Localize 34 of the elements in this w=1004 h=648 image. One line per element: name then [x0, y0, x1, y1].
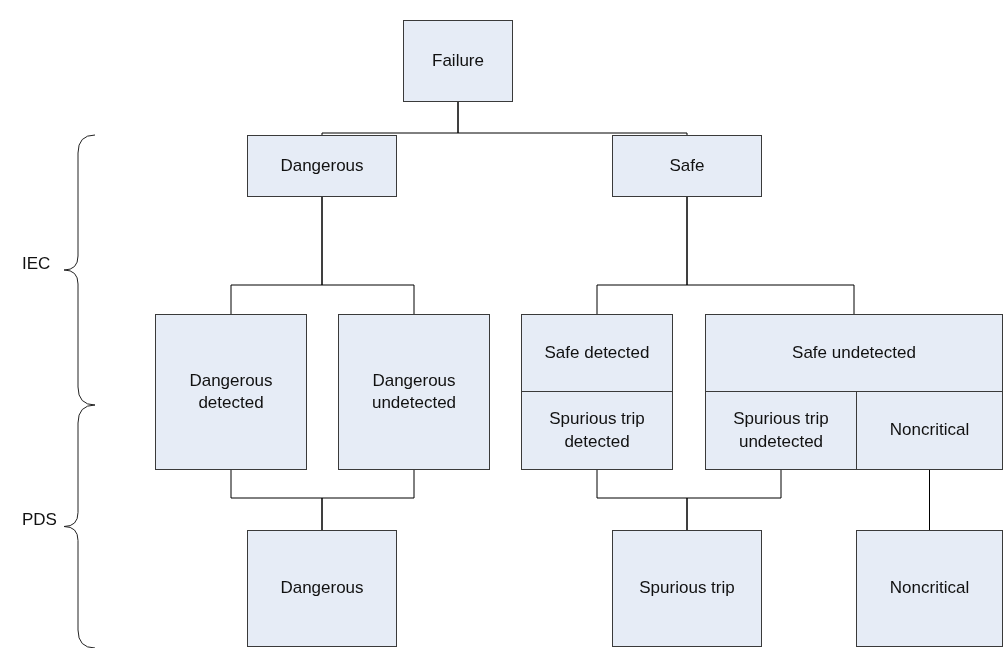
box-label: Failure: [431, 49, 485, 72]
connector-line: [321, 196, 415, 315]
category-box: [338, 314, 490, 470]
category-box: [155, 314, 307, 470]
category-box: [856, 530, 1003, 647]
category-box: [403, 20, 513, 102]
box-label: Dangerous: [279, 577, 365, 600]
group-label: PDS: [22, 510, 57, 530]
box-label: Dangerous: [279, 154, 365, 177]
box-label: Noncritical: [888, 419, 971, 442]
box-label: Dangerous detected: [188, 369, 274, 414]
box-label: Noncritical: [888, 577, 971, 600]
box-label: Spurious trip: [638, 577, 736, 600]
box-label: Dangerous undetected: [370, 369, 458, 414]
connector-line: [686, 469, 782, 531]
category-box: [247, 530, 397, 647]
box-label: Spurious trip detected: [548, 408, 646, 453]
connector-line: [321, 469, 415, 531]
category-box: [705, 314, 1003, 392]
category-box: [612, 530, 762, 647]
category-box: [856, 391, 1003, 470]
group-label: IEC: [22, 254, 51, 274]
category-box: [247, 135, 397, 197]
connector-line: [457, 101, 688, 136]
connector-line: [929, 469, 930, 531]
box-label: Safe: [668, 154, 706, 177]
category-box: [521, 314, 673, 392]
box-label: Safe undetected: [791, 341, 917, 364]
box-label: Spurious trip undetected: [732, 408, 830, 453]
connector-line: [686, 196, 855, 315]
category-box: [612, 135, 762, 197]
box-label: Safe detected: [543, 341, 651, 364]
category-box: [705, 391, 857, 470]
category-box: [521, 391, 673, 470]
